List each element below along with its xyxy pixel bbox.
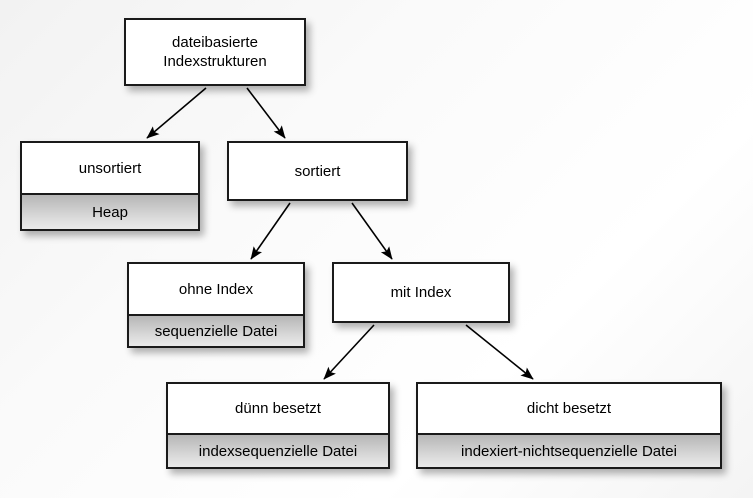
node-sortiert-title: sortiert	[229, 143, 406, 199]
node-root[interactable]: dateibasierte Indexstrukturen	[124, 18, 306, 86]
edge-mit-index-to-dicht	[465, 324, 534, 380]
node-mit-index[interactable]: mit Index	[332, 262, 510, 323]
edge-sortiert-to-mit-index	[351, 202, 393, 260]
node-dicht-besetzt-title: dicht besetzt	[418, 384, 720, 433]
node-duenn-besetzt-sub: indexsequenzielle Datei	[168, 433, 388, 467]
edge-mit-index-to-duenn	[323, 324, 375, 380]
node-root-title: dateibasierte Indexstrukturen	[126, 20, 304, 84]
node-ohne-index-title: ohne Index	[129, 264, 303, 314]
edge-sortiert-to-ohne-index	[250, 202, 291, 260]
node-mit-index-title: mit Index	[334, 264, 508, 321]
node-sortiert[interactable]: sortiert	[227, 141, 408, 201]
node-ohne-index-sub: sequenzielle Datei	[129, 314, 303, 346]
edge-root-to-sortiert	[246, 87, 286, 139]
node-duenn-besetzt-title: dünn besetzt	[168, 384, 388, 433]
node-unsortiert-title: unsortiert	[22, 143, 198, 193]
edge-root-to-unsortiert	[146, 87, 207, 139]
node-unsortiert-sub: Heap	[22, 193, 198, 229]
node-dicht-besetzt-sub: indexiert-nichtsequenzielle Datei	[418, 433, 720, 467]
